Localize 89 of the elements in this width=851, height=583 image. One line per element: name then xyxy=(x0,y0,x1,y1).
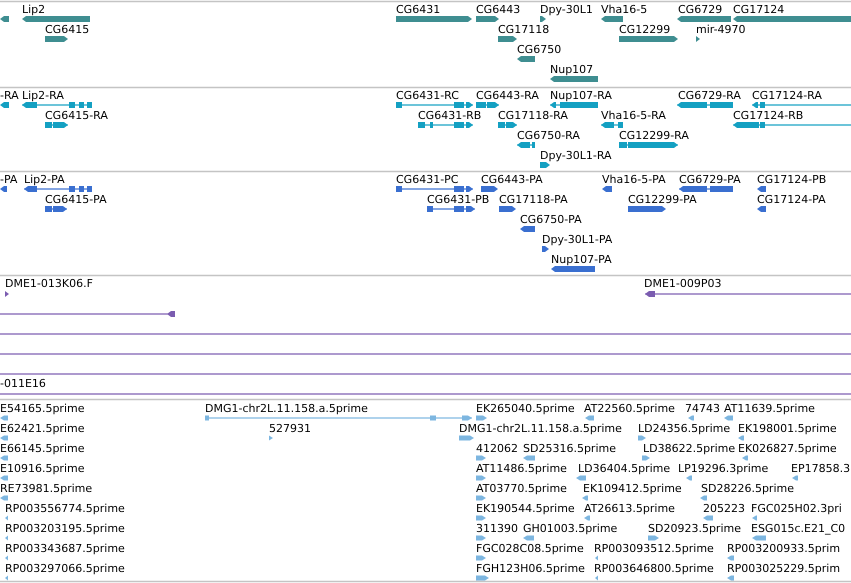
gene-label: CG6415 xyxy=(45,23,90,36)
protein-label: CG6431-PC xyxy=(396,173,458,186)
protein-label: CG12299-PA xyxy=(628,193,697,206)
read-label: RP003200933.5prim xyxy=(727,542,840,555)
protein-label: CG6443-PA xyxy=(481,173,543,186)
read-label: DMG1-chr2L.11.158.a.5prime xyxy=(205,402,368,415)
transcript-label: Dpy-30L1-RA xyxy=(540,149,612,162)
read-label: LD38622.5prime xyxy=(643,442,736,455)
read-label: AT11639.5prime xyxy=(724,402,815,415)
read-label: AT03770.5prime xyxy=(476,482,567,495)
transcript-label: Nup107-RA xyxy=(550,89,612,102)
protein-label: CG17124-PA xyxy=(757,193,826,206)
read-label: E66145.5prime xyxy=(0,442,84,455)
read-label: AT11486.5prime xyxy=(476,462,567,475)
read-label: 412062 xyxy=(476,442,518,455)
gene-label: Vha16-5 xyxy=(601,3,648,16)
read-label: DMG1-chr2L.11.158.a.5prime xyxy=(459,422,622,435)
read-label: EK265040.5prime xyxy=(476,402,575,415)
transcript-label: CG6431-RB xyxy=(418,109,482,122)
read-label: AT26613.5prime xyxy=(584,502,675,515)
read-label: EP17858.3 xyxy=(791,462,850,475)
read-label: AT22560.5prime xyxy=(584,402,675,415)
gene-label: CG17118 xyxy=(498,23,550,36)
read-label: SD20923.5prime xyxy=(648,522,741,535)
gene-label: CG6750 xyxy=(517,43,562,56)
transcript-label: CG6750-RA xyxy=(517,129,580,142)
read-label: E10916.5prime xyxy=(0,462,84,475)
gene-label: CG6431 xyxy=(396,3,440,16)
transcript-label: Vha16-5-RA xyxy=(601,109,666,122)
transcript-label: CG6729-RA xyxy=(678,89,741,102)
gene-label: CG6443 xyxy=(476,3,520,16)
protein-label: Vha16-5-PA xyxy=(602,173,666,186)
read-label: RP003646800.5prime xyxy=(594,562,714,575)
gene-label: Nup107 xyxy=(550,63,594,76)
transcript-label: CG6415-RA xyxy=(45,109,108,122)
protein-label: -PA xyxy=(0,173,18,186)
gene-label: Lip2 xyxy=(22,3,46,16)
protein-label: CG6750-PA xyxy=(520,213,582,226)
gene-label: CG17124 xyxy=(733,3,784,16)
read-label: EK026827.5prime xyxy=(738,442,837,455)
transcript-label: CG17118-RA xyxy=(498,109,568,122)
read-label: LD24356.5prime xyxy=(638,422,730,435)
transcript-label: CG12299-RA xyxy=(619,129,689,142)
transcript-label: CG17124-RA xyxy=(752,89,822,102)
protein-label: Lip2-PA xyxy=(24,173,65,186)
transcript-label: CG6443-RA xyxy=(476,89,539,102)
read-label: LD36404.5prime xyxy=(578,462,670,475)
clone-label: DME1-009P03 xyxy=(644,277,722,290)
gene-label: Dpy-30L1 xyxy=(540,3,593,16)
read-label: 205223 xyxy=(703,502,745,515)
read-label: RP003093512.5prime xyxy=(594,542,714,555)
protein-label: Nup107-PA xyxy=(551,253,612,266)
read-label: EK198001.5prime xyxy=(738,422,837,435)
read-label: FGH123H06.5prime xyxy=(476,562,585,575)
read-label: EK109412.5prime xyxy=(583,482,682,495)
read-label: LP19296.3prime xyxy=(678,462,768,475)
read-label: GH01003.5prime xyxy=(523,522,618,535)
read-label: EK190544.5prime xyxy=(476,502,575,515)
protein-label: CG6431-PB xyxy=(427,193,490,206)
read-label: RP003203195.5prime xyxy=(5,522,125,535)
read-label: E62421.5prime xyxy=(0,422,84,435)
transcript-label: -RA xyxy=(0,89,19,102)
read-label: RP003556774.5prime xyxy=(5,502,125,515)
read-label: FGC028C08.5prime xyxy=(476,542,584,555)
read-label: FGC025H02.3pri xyxy=(751,502,842,515)
protein-label: CG17118-PA xyxy=(499,193,568,206)
protein-label: Dpy-30L1-PA xyxy=(542,233,612,246)
read-label: 527931 xyxy=(269,422,311,435)
read-label: RP003297066.5prime xyxy=(5,562,125,575)
read-label: SD28226.5prime xyxy=(701,482,794,495)
clone-label: DME1-013K06.F xyxy=(5,277,93,290)
transcript-label: Lip2-RA xyxy=(22,89,64,102)
protein-label: CG17124-PB xyxy=(757,173,826,186)
read-label: RE73981.5prime xyxy=(0,482,92,495)
gene-label: CG6729 xyxy=(678,3,722,16)
transcript-label: CG17124-RB xyxy=(733,109,804,122)
gene-label: CG12299 xyxy=(619,23,670,36)
read-label: RP003343687.5prime xyxy=(5,542,125,555)
read-label: ESG015c.E21_C0 xyxy=(751,522,846,535)
read-label: 74743 xyxy=(685,402,720,415)
read-label: RP003025229.5prim xyxy=(727,562,840,575)
read-label: SD25316.5prime xyxy=(523,442,616,455)
read-label: E54165.5prime xyxy=(0,402,84,415)
protein-label: CG6729-PA xyxy=(679,173,741,186)
gene-label: mir-4970 xyxy=(696,23,746,36)
protein-label: CG6415-PA xyxy=(45,193,107,206)
transcript-label: CG6431-RC xyxy=(396,89,459,102)
clone-label: -011E16 xyxy=(0,377,46,390)
read-label: 311390 xyxy=(476,522,518,535)
